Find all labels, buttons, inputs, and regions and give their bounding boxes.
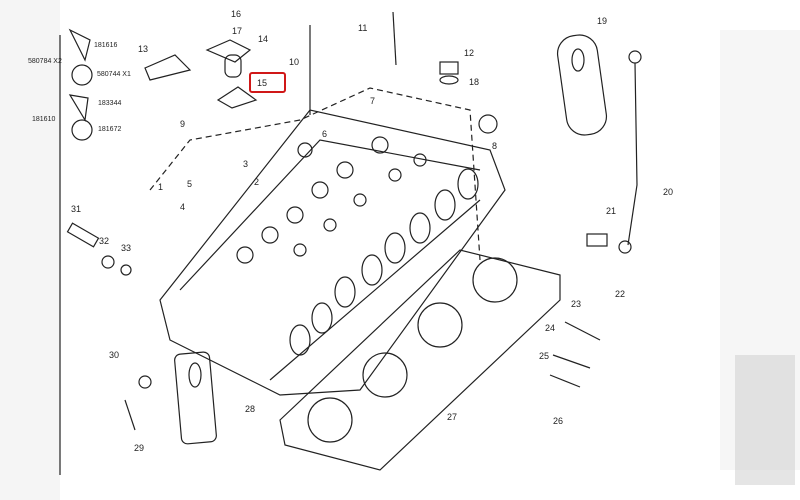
- part-label: 27: [447, 412, 458, 422]
- part-label: 25: [539, 351, 550, 361]
- part-label: 22: [615, 289, 626, 299]
- part-number: 580744 X1: [97, 71, 131, 78]
- part-label: 8: [492, 141, 498, 151]
- part-label: 24: [545, 323, 556, 333]
- part-label: 32: [99, 236, 110, 246]
- part-label: 7: [370, 96, 376, 106]
- part-label: 26: [553, 416, 564, 426]
- part-label: 14: [258, 34, 269, 44]
- part-label: 1: [158, 182, 164, 192]
- part-label: 2: [254, 177, 260, 187]
- part-label: 10: [289, 57, 300, 67]
- part-label: 30: [109, 350, 120, 360]
- cylinder-head: [159, 109, 506, 396]
- part-number: 181672: [98, 126, 122, 133]
- part-label: 4: [180, 202, 186, 212]
- part-label: 20: [663, 187, 674, 197]
- part-label: 17: [232, 26, 243, 36]
- part-label: 6: [322, 129, 328, 139]
- part-label: 13: [138, 44, 149, 54]
- part-label: 3: [243, 159, 249, 169]
- part-label: 29: [134, 443, 145, 453]
- part-label: 23: [571, 299, 582, 309]
- part-label: 33: [121, 243, 132, 253]
- group-label: 181610: [32, 116, 56, 123]
- part-number: 183344: [98, 100, 122, 107]
- part-label: 15: [257, 78, 268, 88]
- part-number: 181616: [94, 42, 118, 49]
- part-label: 9: [180, 119, 186, 129]
- part-label: 21: [606, 206, 617, 216]
- part-label: 28: [245, 404, 256, 414]
- part-label: 11: [358, 23, 368, 33]
- part-label: 12: [464, 48, 475, 58]
- group-label: 580784 X2: [28, 58, 62, 65]
- part-label: 18: [469, 77, 480, 87]
- part-label: 31: [71, 204, 82, 214]
- highlight-box: [249, 72, 286, 93]
- head-gasket: [279, 249, 561, 471]
- part-label: 19: [597, 16, 608, 26]
- part-label: 16: [231, 9, 242, 19]
- part-label: 5: [187, 179, 193, 189]
